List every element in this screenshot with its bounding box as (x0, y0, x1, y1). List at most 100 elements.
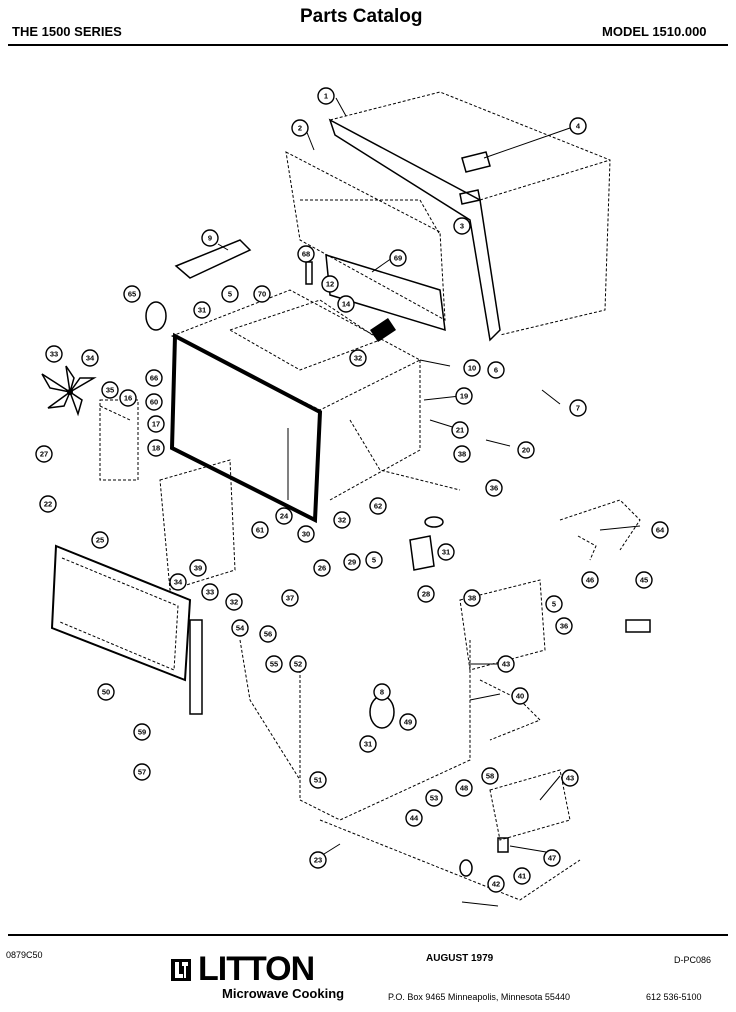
callout-number: 29 (348, 558, 356, 567)
callout-48: 48 (455, 779, 473, 797)
callout-53: 53 (425, 789, 443, 807)
callout-number: 60 (150, 398, 158, 407)
series-label: THE 1500 SERIES (12, 24, 122, 39)
callout-3: 3 (453, 217, 471, 235)
callout-number: 26 (318, 564, 326, 573)
callout-number: 30 (302, 530, 310, 539)
callout-1: 1 (317, 87, 335, 105)
callout-number: 14 (342, 300, 351, 309)
callout-29: 29 (343, 553, 361, 571)
callout-41: 41 (513, 867, 531, 885)
callout-number: 41 (518, 872, 526, 881)
callout-25: 25 (91, 531, 109, 549)
callout-number: 46 (586, 576, 594, 585)
callout-46: 46 (581, 571, 599, 589)
callout-26: 26 (313, 559, 331, 577)
callout-37: 37 (281, 589, 299, 607)
brand-name: LITTON (198, 950, 315, 988)
callout-number: 52 (294, 660, 302, 669)
callout-4: 4 (569, 117, 587, 135)
callout-number: 59 (138, 728, 146, 737)
callout-number: 49 (404, 718, 412, 727)
callout-61: 61 (251, 521, 269, 539)
callout-12: 12 (321, 275, 339, 293)
callout-number: 8 (380, 688, 384, 697)
callout-number: 22 (44, 500, 52, 509)
callout-32: 32 (349, 349, 367, 367)
litton-logo-icon (171, 959, 191, 981)
callout-22: 22 (39, 495, 57, 513)
callout-31: 31 (359, 735, 377, 753)
callout-5: 5 (545, 595, 563, 613)
callout-number: 31 (364, 740, 372, 749)
callout-32: 32 (333, 511, 351, 529)
callout-2: 2 (291, 119, 309, 137)
callout-number: 65 (128, 290, 136, 299)
callout-45: 45 (635, 571, 653, 589)
callout-21: 21 (451, 421, 469, 439)
callout-55: 55 (265, 655, 283, 673)
callout-number: 10 (468, 364, 476, 373)
callout-number: 38 (458, 450, 466, 459)
footer-divider (8, 934, 728, 936)
callout-57: 57 (133, 763, 151, 781)
callout-7: 7 (569, 399, 587, 417)
callout-number: 28 (422, 590, 430, 599)
callout-number: 16 (124, 394, 132, 403)
callout-number: 47 (548, 854, 556, 863)
callout-16: 16 (119, 389, 137, 407)
callout-34: 34 (169, 573, 187, 591)
callout-31: 31 (437, 543, 455, 561)
callout-23: 23 (309, 851, 327, 869)
callout-number: 54 (236, 624, 245, 633)
callout-number: 55 (270, 660, 278, 669)
callout-number: 5 (372, 556, 376, 565)
callout-51: 51 (309, 771, 327, 789)
callout-number: 69 (394, 254, 402, 263)
callout-5: 5 (365, 551, 383, 569)
callout-number: 6 (494, 366, 498, 375)
callout-66: 66 (145, 369, 163, 387)
callout-number: 23 (314, 856, 322, 865)
callout-number: 35 (106, 386, 114, 395)
callout-number: 70 (258, 290, 266, 299)
callout-17: 17 (147, 415, 165, 433)
callout-number: 25 (96, 536, 104, 545)
callout-number: 18 (152, 444, 160, 453)
callout-number: 19 (460, 392, 468, 401)
callout-19: 19 (455, 387, 473, 405)
callout-9: 9 (201, 229, 219, 247)
callout-number: 68 (302, 250, 310, 259)
callout-number: 43 (502, 660, 510, 669)
callout-number: 38 (468, 594, 476, 603)
fan-assembly (41, 301, 167, 481)
callout-number: 1 (324, 92, 328, 101)
callout-33: 33 (45, 345, 63, 363)
callout-number: 34 (174, 578, 183, 587)
callout-20: 20 (517, 441, 535, 459)
callout-36: 36 (485, 479, 503, 497)
drawing-code: 0879C50 (6, 950, 43, 960)
callout-43: 43 (497, 655, 515, 673)
callout-number: 45 (640, 576, 648, 585)
callout-64: 64 (651, 521, 669, 539)
callout-number: 32 (354, 354, 362, 363)
callout-70: 70 (253, 285, 271, 303)
callout-44: 44 (405, 809, 423, 827)
callout-number: 40 (516, 692, 524, 701)
callout-24: 24 (275, 507, 293, 525)
callout-54: 54 (231, 619, 249, 637)
callout-number: 12 (326, 280, 334, 289)
model-label: MODEL 1510.000 (602, 24, 707, 39)
callout-number: 32 (338, 516, 346, 525)
callout-number: 56 (264, 630, 272, 639)
header-divider (8, 44, 728, 46)
callout-5: 5 (221, 285, 239, 303)
callout-number: 20 (522, 446, 530, 455)
callout-number: 51 (314, 776, 322, 785)
callout-36: 36 (555, 617, 573, 635)
callout-number: 39 (194, 564, 202, 573)
callout-number: 33 (206, 588, 214, 597)
callout-14: 14 (337, 295, 355, 313)
